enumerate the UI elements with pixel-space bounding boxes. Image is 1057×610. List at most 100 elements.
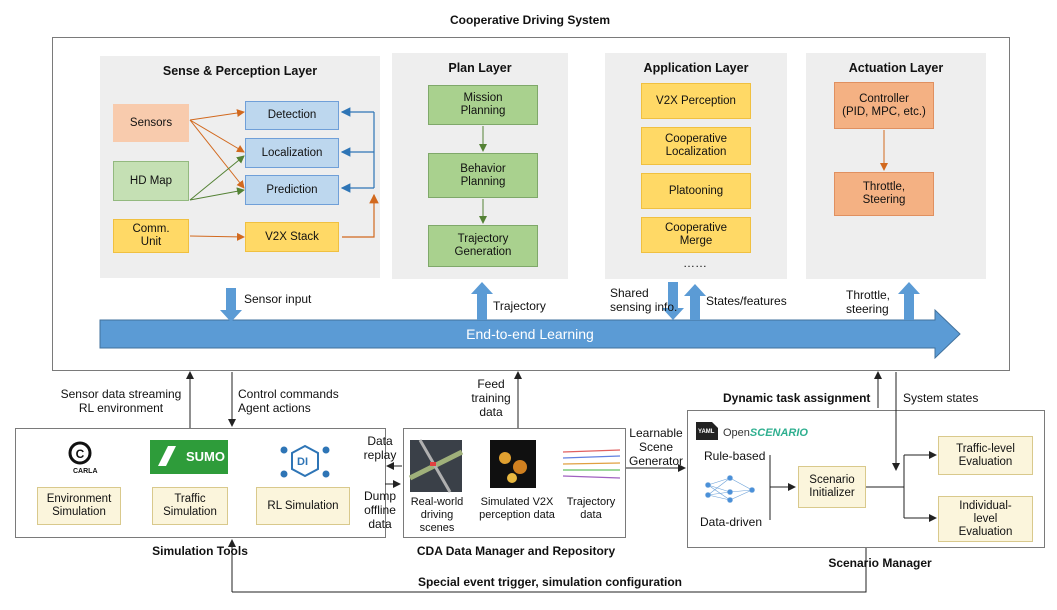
controller-label-1: Controller — [859, 92, 909, 105]
individual-eval-label-1: Individual- — [959, 499, 1012, 512]
controller-label-2: (PID, MPC, etc.) — [842, 105, 926, 118]
traj-data-label-2: data — [580, 509, 602, 521]
throttle-arrow-label-2: steering — [846, 302, 889, 316]
plan-layer-title: Plan Layer — [448, 61, 512, 75]
yaml-label: YAML — [698, 429, 715, 435]
diagram-title: Cooperative Driving System — [449, 13, 611, 27]
individual-eval-label-3: Evaluation — [958, 525, 1013, 538]
v2x-perception-box: V2X Perception — [641, 83, 751, 119]
trajectory-gen-label-2: Generation — [454, 246, 512, 258]
throttle-label-1: Throttle, — [862, 181, 906, 193]
feed-label-3: data — [479, 405, 503, 419]
data-replay-label-2: replay — [363, 448, 397, 462]
detection-box: Detection — [245, 101, 339, 130]
v2x-perception-label: V2X Perception — [656, 94, 736, 107]
real-world-label-2: driving scenes — [419, 509, 455, 534]
openscenario-rest: SCENARIO — [749, 427, 808, 439]
sumo-logo-text: SUMO — [186, 449, 225, 464]
trajectory-label: Trajectory — [493, 299, 546, 313]
special-event-label: Special event trigger, simulation config… — [417, 575, 683, 589]
openscenario-label: OpenSCENARIO — [723, 426, 808, 440]
traffic-eval-label-1: Traffic-level — [956, 442, 1015, 455]
mission-label-2: Planning — [460, 105, 506, 117]
states-features-label: States/features — [706, 294, 787, 308]
dump-label-2: offline — [364, 503, 396, 517]
dump-label-1: Dump — [363, 489, 396, 503]
scenario-manager-title: Scenario Manager — [828, 556, 932, 570]
learnable-label-3: Generator — [628, 454, 684, 468]
openscenario-open: Open — [723, 427, 750, 439]
platooning-label: Platooning — [668, 184, 724, 197]
data-manager-title: CDA Data Manager and Repository — [416, 544, 616, 558]
learnable-label-1: Learnable — [629, 426, 683, 440]
rule-based-label: Rule-based — [704, 449, 766, 463]
trajectory-data-label: Trajectory data — [560, 496, 622, 522]
initializer-label-2: Initializer — [809, 487, 855, 499]
hd-map-box: HD Map — [113, 161, 189, 201]
prediction-box: Prediction — [245, 175, 339, 205]
simulation-tools-title: Simulation Tools — [152, 544, 248, 558]
system-states-label: System states — [903, 391, 979, 405]
hd-map-label: HD Map — [129, 174, 173, 187]
dump-offline-label: Dump offline data — [360, 489, 400, 531]
simulated-v2x-label: Simulated V2X perception data — [476, 496, 558, 522]
sensors-label: Sensors — [129, 116, 173, 129]
sensor-streaming-label: Sensor data streaming RL environment — [56, 387, 186, 415]
sensors-box: Sensors — [113, 104, 189, 142]
sim-v2x-label-1: Simulated V2X — [480, 496, 554, 508]
shared-sensing-label-2: sensing info. — [610, 300, 678, 314]
data-replay-label: Data replay — [360, 434, 400, 462]
coop-loc-label-1: Cooperative — [664, 133, 727, 145]
shared-sensing-label: Shared sensing info. — [610, 286, 677, 314]
sense-layer-title: Sense & Perception Layer — [162, 64, 318, 78]
sensor-streaming-label-1: Sensor data streaming — [60, 387, 182, 401]
sensor-input-label: Sensor input — [244, 292, 312, 306]
trajectory-gen-label-1: Trajectory — [457, 233, 509, 245]
mission-label-1: Mission — [463, 92, 503, 104]
env-sim-label-1: Environment — [46, 493, 112, 505]
env-sim-label-2: Simulation — [52, 506, 106, 518]
data-driven-label: Data-driven — [700, 515, 763, 529]
controller-box: Controller(PID, MPC, etc.) — [834, 82, 934, 129]
sensor-streaming-label-2: RL environment — [78, 401, 164, 415]
traj-data-label-1: Trajectory — [566, 496, 616, 508]
throttle-arrow-label-1: Throttle, — [846, 288, 891, 302]
carla-logo-text: CARLA — [73, 468, 98, 475]
rl-sim-label: RL Simulation — [267, 499, 339, 512]
coop-loc-label-2: Localization — [665, 146, 727, 158]
sim-v2x-label-2: perception data — [479, 509, 555, 521]
rl-simulation-box: RL Simulation — [256, 487, 350, 525]
end-to-end-learning-label: End-to-end Learning — [466, 326, 594, 342]
comm-unit-label-2: Unit — [140, 236, 162, 248]
dump-label-3: data — [368, 517, 392, 531]
v2x-stack-box: V2X Stack — [245, 222, 339, 252]
localization-label: Localization — [261, 146, 323, 159]
throttle-label-2: Steering — [862, 194, 906, 206]
actuation-layer-title: Actuation Layer — [848, 61, 944, 75]
feed-label-1: Feed — [477, 377, 505, 391]
behavior-label-1: Behavior — [460, 162, 506, 175]
shared-sensing-label-1: Shared — [610, 286, 649, 300]
detection-label: Detection — [267, 109, 317, 121]
control-commands-label-2: Agent actions — [238, 401, 311, 415]
learnable-label-2: Scene — [638, 440, 674, 454]
throttle-steering-arrow-label: Throttle, steering — [846, 288, 890, 316]
di-logo-text: DI — [297, 456, 308, 468]
dynamic-task-label: Dynamic task assignment — [723, 391, 871, 405]
v2x-stack-label: V2X Stack — [265, 230, 319, 243]
real-world-label: Real-world driving scenes — [404, 496, 470, 535]
individual-eval-label-2: level — [973, 512, 998, 525]
comm-unit-label-1: Comm. — [132, 223, 170, 235]
coop-merge-label-1: Cooperative — [664, 222, 727, 234]
traffic-eval-label-2: Evaluation — [958, 455, 1013, 468]
feed-training-label: Feed training data — [470, 377, 512, 419]
traffic-sim-label-2: Simulation — [163, 506, 217, 518]
